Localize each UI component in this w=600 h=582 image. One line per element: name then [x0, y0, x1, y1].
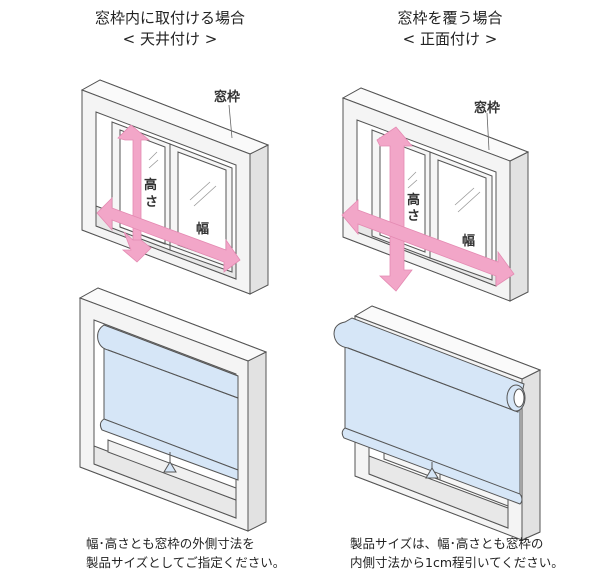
inside-mount-title-line2: < 天井付け >	[122, 30, 218, 48]
outside-mount-title-line2: < 正面付け >	[402, 30, 498, 48]
inside-width-arrow	[96, 197, 241, 273]
outside-mount-caption-line1: 製品サイズは、幅･高さとも窓枠の	[350, 536, 544, 551]
inside-mount-title-line1: 窓枠内に取付ける場合	[94, 9, 245, 27]
inside-height-label-1: 高	[144, 177, 157, 193]
frame-label-leader	[486, 112, 490, 151]
outside-width-arrow	[341, 199, 515, 287]
frame-label-leader	[228, 104, 233, 139]
outside-width-label: 幅	[462, 233, 475, 249]
outside-height-arrow	[376, 126, 413, 292]
pull-cord-icon	[163, 452, 177, 473]
inside-mount-title: 窓枠内に取付ける場合 < 天井付け >	[60, 8, 280, 50]
inside-mount-caption: 幅･高さとも窓枠の外側寸法を 製品サイズとしてご指定ください。	[86, 534, 285, 572]
inside-height-label-2: さ	[145, 195, 158, 210]
inside-height-arrow	[117, 124, 152, 263]
pull-cord-icon	[425, 462, 439, 479]
outside-height-label-2: さ	[407, 209, 420, 224]
inside-roller-blind	[97, 324, 239, 481]
inside-frame-label: 窓枠	[214, 89, 240, 105]
glass-glint	[407, 171, 481, 213]
inside-mount-caption-line2: 製品サイズとしてご指定ください。	[86, 555, 286, 570]
outside-height-label-1: 高	[407, 192, 420, 208]
outside-mount-caption: 製品サイズは、幅･高さとも窓枠の 内側寸法から1cm程引いてください。	[350, 534, 564, 572]
outside-mount-caption-line2: 内側寸法から1cm程引いてください。	[350, 555, 564, 570]
inside-mount-caption-line1: 幅･高さとも窓枠の外側寸法を	[86, 536, 255, 551]
glass-glint	[148, 151, 217, 207]
inside-width-label: 幅	[196, 221, 209, 237]
outside-frame-label: 窓枠	[474, 100, 500, 116]
outside-mount-title-line1: 窓枠を覆う場合	[397, 9, 503, 27]
inside-mount-window	[80, 79, 270, 295]
outside-mount-title: 窓枠を覆う場合 < 正面付け >	[340, 8, 560, 50]
